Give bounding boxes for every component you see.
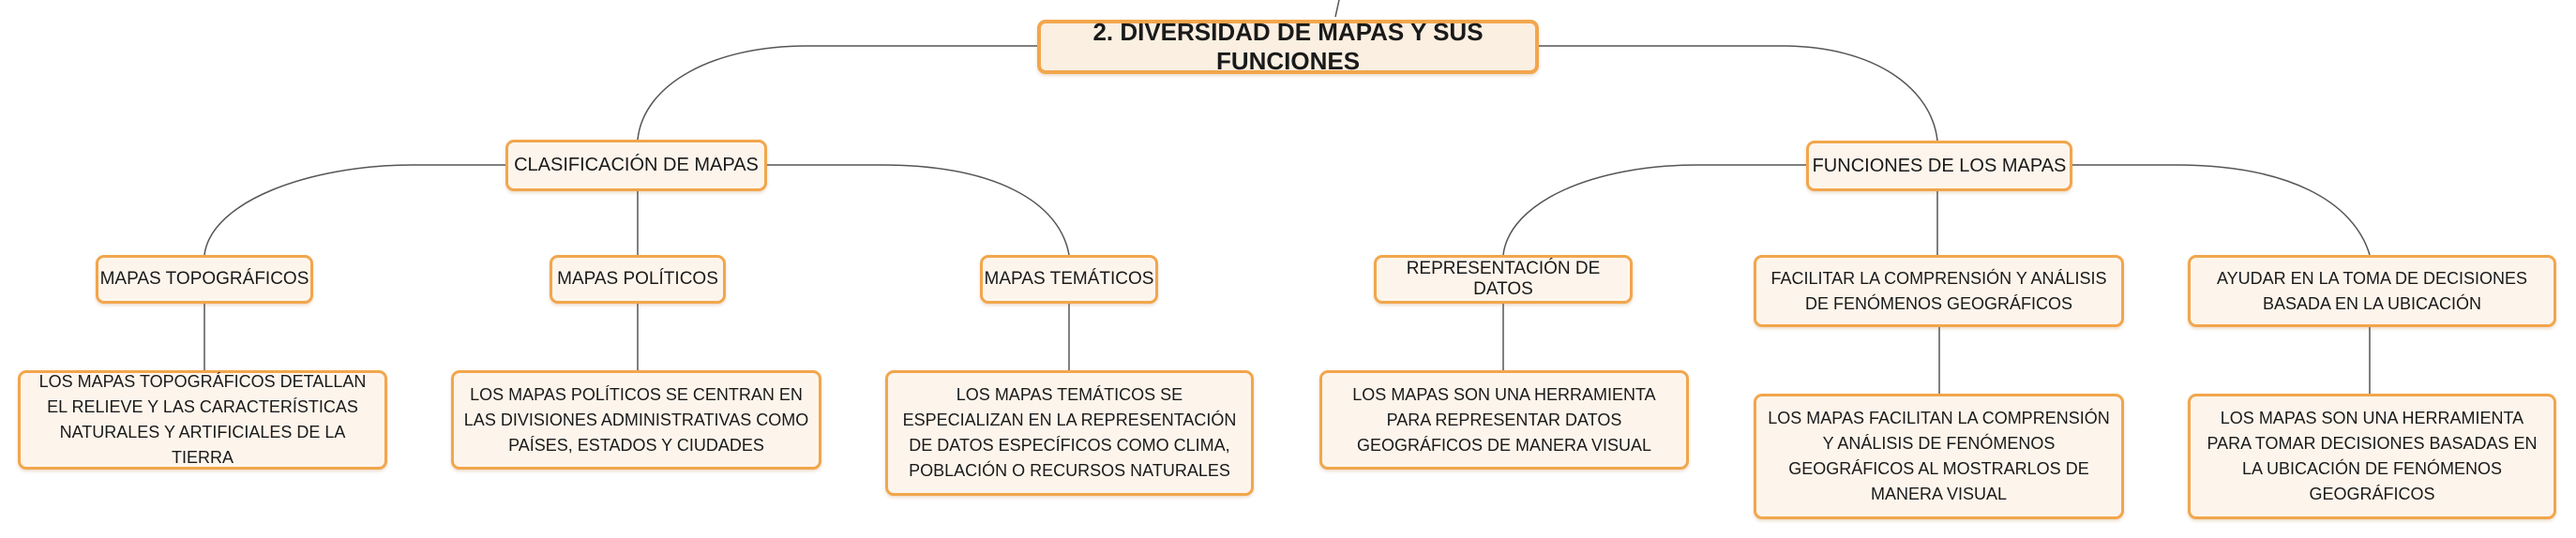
comprension-detail-text: LOS MAPAS FACILITAN LA COMPRENSIÓN Y ANÁ… [1768,409,2110,503]
root-node[interactable]: 2. DIVERSIDAD DE MAPAS Y SUS FUNCIONES [1037,18,1539,75]
comprension-node[interactable]: FACILITAR LA COMPRENSIÓN Y ANÁLISIS DE F… [1754,255,2124,327]
connector-root-to-funciones [1539,45,1938,142]
decisiones-label: AYUDAR EN LA TOMA DE DECISIONES BASADA E… [2216,268,2528,313]
representacion-detail-text: LOS MAPAS SON UNA HERRAMIENTA PARA REPRE… [1352,384,1656,455]
tematicos-detail-text: LOS MAPAS TEMÁTICOS SE ESPECIALIZAN EN L… [902,385,1237,480]
clasificacion-label: CLASIFICACIÓN DE MAPAS [514,155,759,175]
representacion-detail[interactable]: LOS MAPAS SON UNA HERRAMIENTA PARA REPRE… [1319,370,1689,470]
decisiones-detail-text: LOS MAPAS SON UNA HERRAMIENTA PARA TOMAR… [2207,409,2538,503]
representacion-label: REPRESENTACIÓN DE DATOS [1406,259,1601,299]
comprension-label: FACILITAR LA COMPRENSIÓN Y ANÁLISIS DE F… [1770,268,2107,313]
topograficos-detail-text: LOS MAPAS TOPOGRÁFICOS DETALLAN EL RELIE… [38,372,367,467]
connector-funciones-to-decisiones [2072,164,2371,256]
topograficos-label: MAPAS TOPOGRÁFICOS [99,269,309,289]
topograficos-node[interactable]: MAPAS TOPOGRÁFICOS [96,255,313,304]
connector-clasificacion-to-tematicos [767,164,1070,256]
tematicos-detail[interactable]: LOS MAPAS TEMÁTICOS SE ESPECIALIZAN EN L… [885,370,1254,496]
connector-parent-to-root [1334,0,1340,18]
topograficos-detail[interactable]: LOS MAPAS TOPOGRÁFICOS DETALLAN EL RELIE… [18,370,387,470]
politicos-detail[interactable]: LOS MAPAS POLÍTICOS SE CENTRAN EN LAS DI… [451,370,821,470]
funciones-node[interactable]: FUNCIONES DE LOS MAPAS [1806,141,2072,191]
politicos-detail-text: LOS MAPAS POLÍTICOS SE CENTRAN EN LAS DI… [463,384,809,455]
tematicos-label: MAPAS TEMÁTICOS [984,269,1154,289]
funciones-label: FUNCIONES DE LOS MAPAS [1812,155,2067,176]
representacion-node[interactable]: REPRESENTACIÓN DE DATOS [1374,255,1633,304]
connector-funciones-to-representacion [1502,164,1806,256]
connector-root-to-clasificacion [637,45,1037,141]
politicos-node[interactable]: MAPAS POLÍTICOS [550,255,726,304]
comprension-detail[interactable]: LOS MAPAS FACILITAN LA COMPRENSIÓN Y ANÁ… [1754,394,2124,519]
decisiones-node[interactable]: AYUDAR EN LA TOMA DE DECISIONES BASADA E… [2188,255,2556,327]
clasificacion-node[interactable]: CLASIFICACIÓN DE MAPAS [505,140,767,191]
politicos-label: MAPAS POLÍTICOS [557,269,718,289]
tematicos-node[interactable]: MAPAS TEMÁTICOS [980,255,1158,304]
decisiones-detail[interactable]: LOS MAPAS SON UNA HERRAMIENTA PARA TOMAR… [2188,394,2556,519]
connector-clasificacion-to-topograficos [203,164,505,256]
root-title: 2. DIVERSIDAD DE MAPAS Y SUS FUNCIONES [1092,18,1484,75]
